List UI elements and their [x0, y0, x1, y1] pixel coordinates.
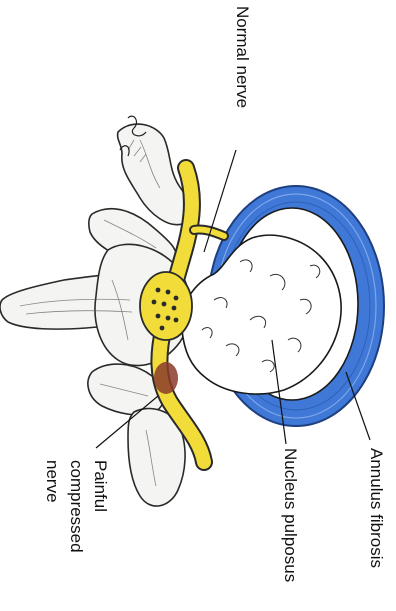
compression-spot: [154, 362, 178, 394]
label-painful-compressed-nerve-line2: compressed: [66, 460, 86, 553]
label-painful-compressed-nerve-line3: nerve: [42, 460, 62, 503]
label-painful-compressed-nerve-line1: Painful: [90, 460, 110, 512]
label-annulus-fibrosis: Annulus fibrosis: [366, 448, 386, 568]
label-nucleus-pulposus: Nucleus pulposus: [280, 448, 300, 582]
label-normal-nerve: Normal nerve: [232, 6, 252, 108]
